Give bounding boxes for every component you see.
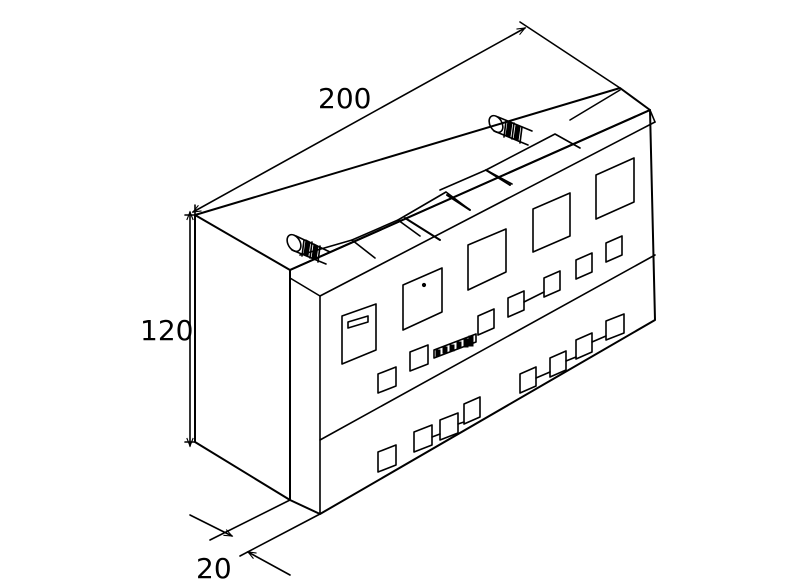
module-1 <box>402 267 443 331</box>
module-4 <box>595 157 635 220</box>
indicator-small <box>507 290 525 318</box>
width-dimension-label: 200 <box>318 82 371 115</box>
indicator-small <box>605 235 623 263</box>
display-window <box>341 303 377 365</box>
cable-gland-left <box>286 233 331 265</box>
cable-gland-right <box>488 114 533 146</box>
terminal-row-left <box>377 396 481 473</box>
height-dimension-label: 120 <box>140 314 193 347</box>
module-2 <box>467 228 507 291</box>
terminal-row-right <box>519 313 625 394</box>
indicator-small <box>575 252 593 280</box>
front-panel <box>341 157 635 473</box>
depth-dimension-label: 20 <box>196 552 232 584</box>
unit-body <box>194 87 656 515</box>
indicator-small <box>377 366 397 394</box>
led-bar <box>433 333 477 359</box>
indicator-small <box>477 308 495 336</box>
dimension-width <box>191 21 621 216</box>
top-panel-seams <box>299 89 621 259</box>
dimension-height <box>184 210 196 448</box>
indicator-small <box>543 270 561 298</box>
indicator-small <box>409 344 429 372</box>
module-3 <box>532 192 571 253</box>
dimension-depth <box>189 499 321 576</box>
